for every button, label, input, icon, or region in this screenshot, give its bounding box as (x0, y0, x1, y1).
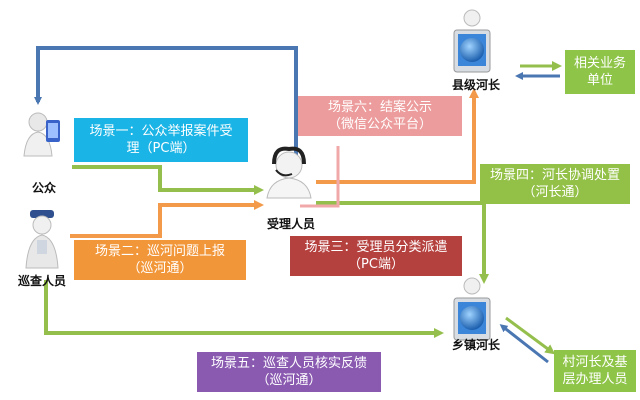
operator-headset-icon (266, 146, 312, 199)
arrow-receiver-to-county (316, 88, 479, 184)
village-staff-line1: 村河长及基 (562, 355, 628, 370)
related-units-line1: 相关业务 (573, 56, 626, 71)
related-units-line2: 单位 (586, 73, 613, 88)
scene-6-line2: （微信公众平台） (327, 117, 432, 132)
actor-public: 公众 (32, 181, 57, 195)
scene-2-line1: 场景二：巡河问题上报 (94, 244, 225, 259)
scene-3-line1: 场景三：受理员分类派遣 (304, 240, 448, 255)
scene-1-line1: 场景一：公众举报案件受 (89, 124, 233, 139)
scene-3-line2: （PC端） (348, 257, 404, 272)
village-staff-box: 村河长及基 层办理人员 (554, 350, 636, 392)
scene-5-line1: 场景五：巡查人员核实反馈 (210, 356, 367, 371)
arrow-village-to-town (499, 324, 549, 364)
actor-patrol: 巡查人员 (18, 274, 67, 288)
scene-5-box: 场景五：巡查人员核实反馈 （巡河通） (197, 352, 381, 392)
globe-monitor-icon (453, 277, 491, 341)
arrow-public-to-receiver (72, 165, 264, 195)
arrow-patrol-to-receiver (70, 200, 264, 238)
village-staff-line2: 层办理人员 (562, 372, 628, 387)
scene-2-box: 场景二：巡河问题上报 （巡河通） (74, 240, 246, 280)
scene-5-line2: （巡河通） (256, 373, 322, 388)
related-units-box: 相关业务 单位 (565, 50, 635, 94)
scene-2-line2: （巡河通） (127, 261, 193, 276)
scene-3-box: 场景三：受理员分类派遣 （PC端） (290, 236, 462, 276)
scene-6-line1: 场景六：结案公示 (327, 100, 432, 115)
actor-county-chief: 县级河长 (452, 78, 501, 92)
arrow-town-to-village (505, 316, 556, 355)
globe-monitor-icon (453, 9, 491, 73)
actor-receiver: 受理人员 (267, 217, 316, 231)
scene-1-box: 场景一：公众举报案件受 理（PC端） (74, 118, 248, 162)
arrow-patrol-to-town (44, 280, 444, 338)
scene-6-box: 场景六：结案公示 （微信公众平台） (298, 96, 462, 136)
arrow-pink-result (300, 146, 340, 208)
police-icon (25, 210, 59, 269)
person-monitor-icon (23, 112, 60, 157)
scene-4-line1: 场景四：河长协调处置 (489, 168, 620, 183)
arrow-loop-to-public (34, 46, 298, 160)
scene-4-line2: （河长通） (522, 185, 588, 200)
scene-4-box: 场景四：河长协调处置 （河长通） (480, 164, 630, 204)
scene-1-line2: 理（PC端） (126, 141, 196, 156)
actor-town-chief: 乡镇河长 (452, 338, 501, 352)
